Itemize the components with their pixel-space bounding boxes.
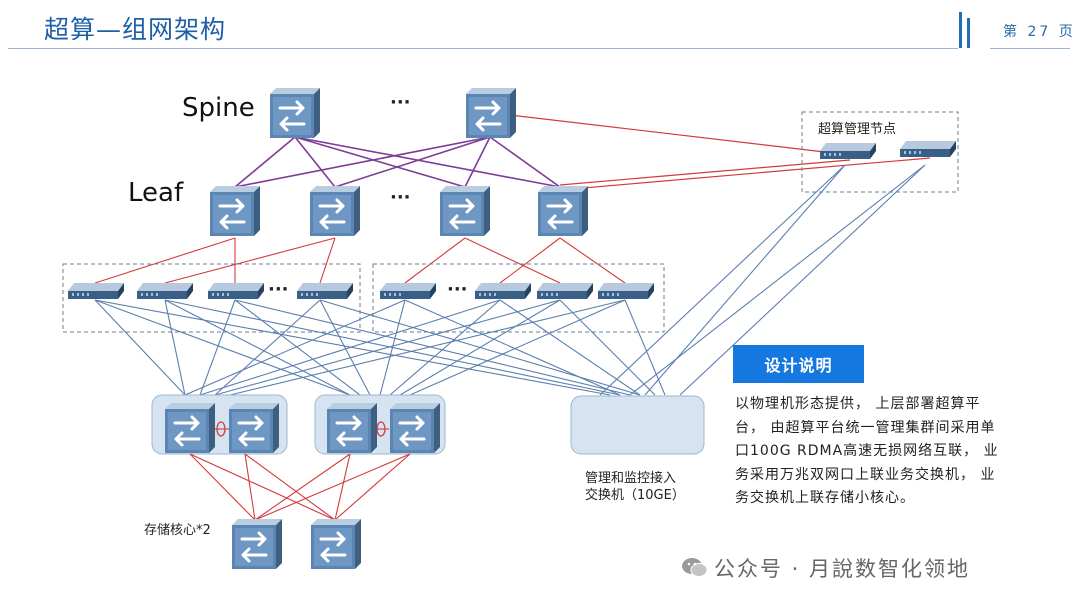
access-switch-icon xyxy=(163,401,217,455)
wechat-icon xyxy=(682,558,708,577)
server-icon xyxy=(598,283,654,299)
mgmt-switch-label-line2: 交换机（10GE） xyxy=(585,488,685,503)
spine-leaf-links xyxy=(234,136,561,188)
page-title: 超算—组网架构 xyxy=(44,15,227,44)
leaf-ellipsis: ··· xyxy=(390,187,411,208)
page-number-divider xyxy=(990,48,1070,49)
design-description: 以物理机形态提供， 上层部署超算平台， 由超算平台统一管理集群间采用单口100G… xyxy=(735,396,999,506)
server-icon xyxy=(537,283,593,299)
access-switch-icon xyxy=(388,401,442,455)
page-number: 第 27 页 xyxy=(1003,24,1076,40)
storage-core-label: 存储核心*2 xyxy=(144,523,211,538)
server-icon xyxy=(380,283,436,299)
server-icon xyxy=(475,283,531,299)
watermark: 公众号 · 月說数智化领地 xyxy=(714,557,971,581)
leaf-label: Leaf xyxy=(128,178,184,208)
access-switch-icon xyxy=(325,401,379,455)
accent-bar xyxy=(959,12,962,48)
spine-ellipsis: ··· xyxy=(390,92,411,113)
spine-switch-icon xyxy=(464,86,518,140)
mgmt-nodes-label: 超算管理节点 xyxy=(818,122,897,137)
mgmt-server-icon xyxy=(900,141,956,157)
mgmt-nodes-group xyxy=(801,111,959,193)
mgmt-switch-label-line1: 管理和监控接入 xyxy=(585,471,677,486)
leaf-switch-icon xyxy=(208,184,262,238)
server-icon xyxy=(68,283,124,299)
server-group-left xyxy=(62,263,361,333)
title-divider xyxy=(8,48,958,49)
leaf-switch-icon xyxy=(536,184,590,238)
storage-core-links xyxy=(189,453,411,521)
spine-switch-icon xyxy=(268,86,322,140)
mgmt-switch-label: 管理和监控接入 交换机（10GE） xyxy=(585,470,685,504)
server-ellipsis-left: ··· xyxy=(268,279,289,300)
mgmt-access-switch xyxy=(570,395,705,455)
server-icon xyxy=(137,283,193,299)
storage-core-switch-icon xyxy=(309,517,363,571)
server-icon xyxy=(208,283,264,299)
mgmt-red-links xyxy=(509,114,931,191)
design-heading: 设计说明 xyxy=(733,345,864,383)
accent-bar xyxy=(967,18,970,48)
server-icon xyxy=(297,283,353,299)
spine-label: Spine xyxy=(182,93,255,123)
access-switch-icon xyxy=(227,401,281,455)
mgmt-server-icon xyxy=(820,143,876,159)
leaf-server-links xyxy=(94,237,626,284)
leaf-switch-icon xyxy=(308,184,362,238)
storage-core-switch-icon xyxy=(230,517,284,571)
server-ellipsis-right: ··· xyxy=(447,279,468,300)
server-group-right xyxy=(372,263,665,333)
server-access-links xyxy=(94,164,926,396)
leaf-switch-icon xyxy=(438,184,492,238)
